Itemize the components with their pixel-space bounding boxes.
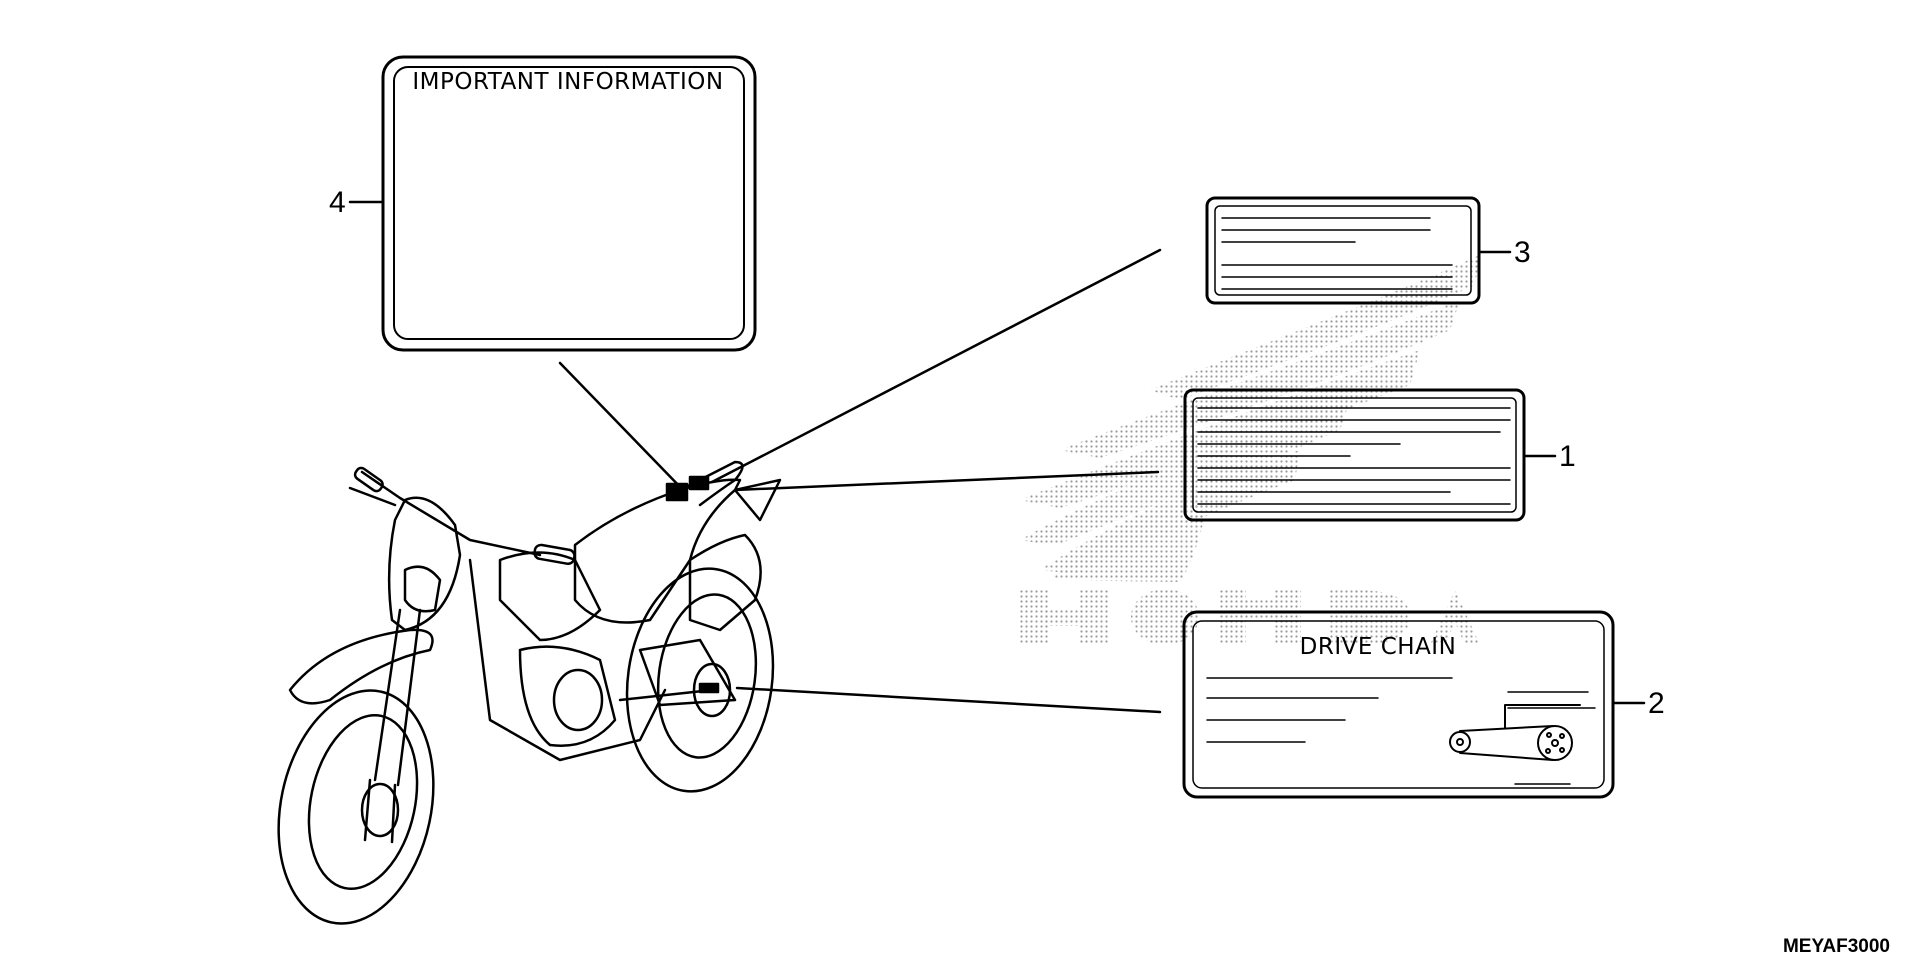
motorcycle-illustration (277, 460, 782, 925)
label-1 (1183, 388, 1526, 522)
honda-wing-watermark (1020, 255, 1480, 645)
diagram-code: MEYAF3000 (1783, 936, 1890, 957)
label-2-title: DRIVE CHAIN (1300, 634, 1457, 660)
callout-1-number: 1 (1559, 440, 1576, 473)
callout-2-number: 2 (1648, 687, 1665, 720)
callout-2: 2 (1612, 687, 1665, 720)
callout-1: 1 (1523, 440, 1576, 473)
label-drive-chain: DRIVE CHAIN (1182, 610, 1615, 799)
label-4-title: IMPORTANT INFORMATION (412, 69, 723, 95)
callout-4: 4 (329, 186, 384, 219)
callout-4-number: 4 (329, 186, 346, 219)
callout-3: 3 (1478, 236, 1531, 269)
label-important-information: IMPORTANT INFORMATION (381, 55, 757, 352)
label-3 (1205, 196, 1481, 305)
drive-chain-icon (1449, 704, 1581, 761)
callout-3-number: 3 (1514, 236, 1531, 269)
leader-lines (558, 248, 1162, 714)
